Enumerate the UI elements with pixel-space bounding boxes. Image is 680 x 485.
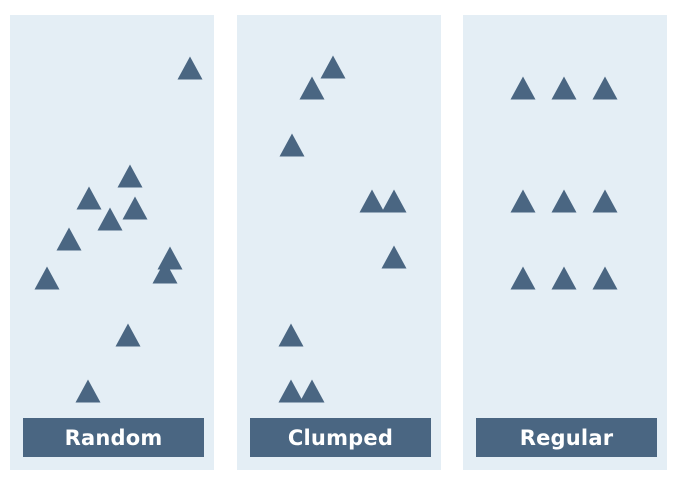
panel-label-random: Random	[23, 418, 204, 457]
triangle-icon	[551, 76, 577, 100]
triangle-icon	[299, 379, 325, 403]
triangle-icon	[510, 266, 536, 290]
panel-clumped: Clumped	[237, 15, 441, 470]
triangle-icon	[510, 189, 536, 213]
triangle-icon	[299, 76, 325, 100]
triangle-icon	[97, 207, 123, 231]
panel-regular: Regular	[463, 15, 667, 470]
triangle-icon	[115, 323, 141, 347]
triangle-icon	[359, 189, 385, 213]
triangle-icon	[75, 379, 101, 403]
clumped-pattern-plot	[278, 55, 407, 403]
triangle-icon	[278, 379, 304, 403]
triangle-icon	[278, 323, 304, 347]
triangle-icon	[122, 196, 148, 220]
triangle-icon	[551, 266, 577, 290]
triangle-icon	[157, 246, 183, 270]
panel-random: Random	[10, 15, 214, 470]
triangle-icon	[592, 266, 618, 290]
triangle-icon	[320, 55, 346, 79]
triangle-icon	[381, 189, 407, 213]
triangle-icon	[34, 266, 60, 290]
random-pattern-plot	[34, 56, 203, 403]
triangle-icon	[592, 189, 618, 213]
triangle-icon	[279, 133, 305, 157]
triangle-icon	[117, 164, 143, 188]
regular-pattern-plot	[510, 76, 618, 290]
panel-label-regular: Regular	[476, 418, 657, 457]
triangle-icon	[551, 189, 577, 213]
panel-label-clumped: Clumped	[250, 418, 431, 457]
triangle-icon	[510, 76, 536, 100]
triangle-icon	[76, 186, 102, 210]
triangle-icon	[56, 227, 82, 251]
triangle-icon	[177, 56, 203, 80]
triangle-icon	[152, 260, 178, 284]
triangle-icon	[592, 76, 618, 100]
triangle-icon	[381, 245, 407, 269]
